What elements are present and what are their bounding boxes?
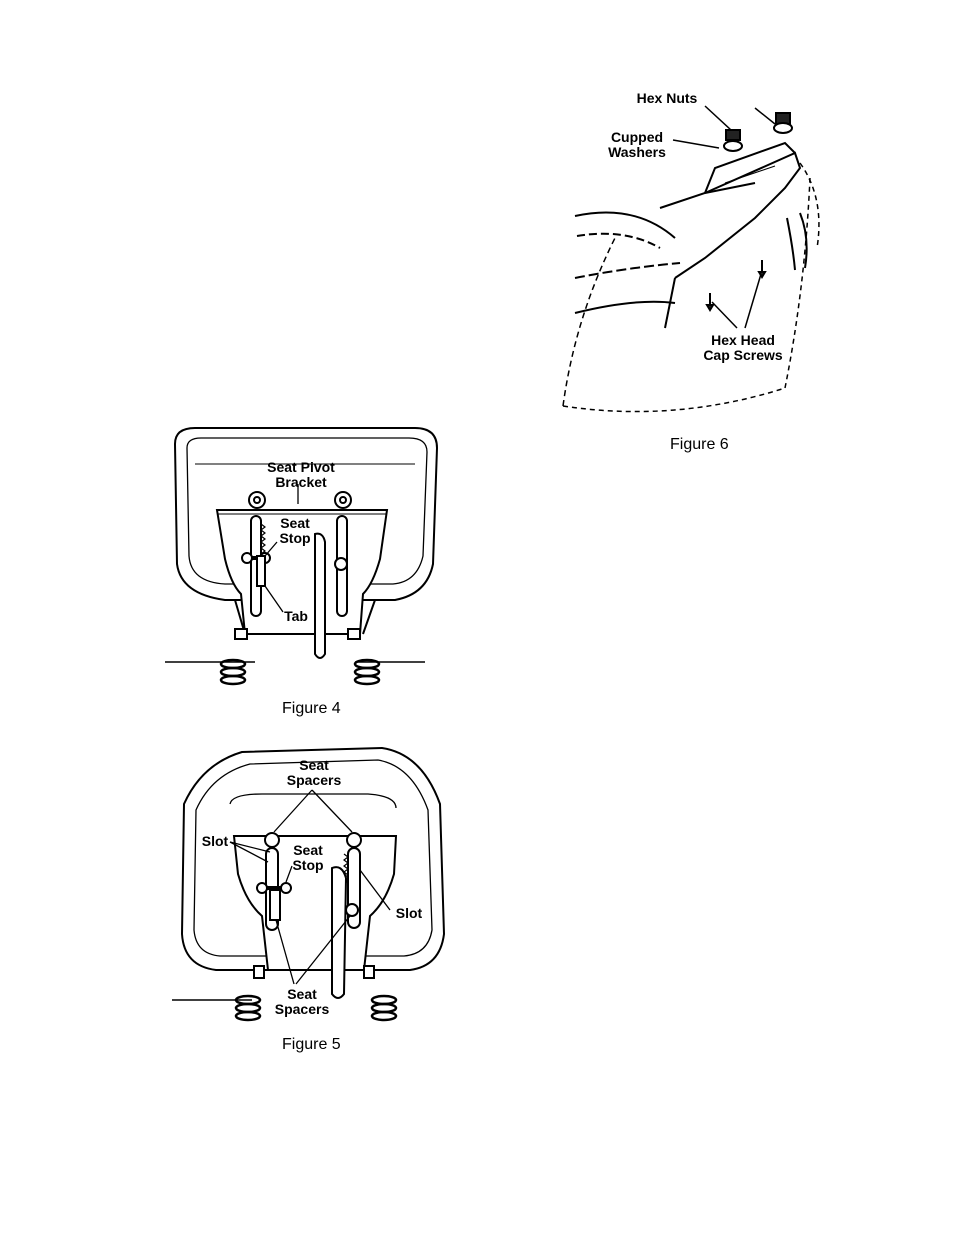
figure-5: Seat Spacers Slot Seat Stop Slot Seat Sp… — [172, 744, 452, 1064]
label-cupped-washers: Cupped Washers — [605, 130, 669, 160]
figure-5-caption: Figure 5 — [282, 1036, 341, 1054]
label-hex-nuts: Hex Nuts — [635, 91, 699, 106]
label-slot-left: Slot — [198, 834, 232, 849]
label-seat-spacers-bottom: Seat Spacers — [270, 987, 334, 1017]
label-seat-spacers-top: Seat Spacers — [282, 758, 346, 788]
label-tab: Tab — [279, 609, 313, 624]
figure-6: Hex Nuts Cupped Washers Hex Head Cap Scr… — [555, 88, 835, 458]
label-hex-head-cap-screws: Hex Head Cap Screws — [697, 333, 789, 363]
label-slot-right: Slot — [392, 906, 426, 921]
figure-6-caption: Figure 6 — [670, 436, 729, 454]
label-seat-stop: Seat Stop — [273, 516, 317, 546]
label-seat-pivot-bracket: Seat Pivot Bracket — [261, 460, 341, 490]
figure-4-caption: Figure 4 — [282, 700, 341, 718]
label-seat-stop: Seat Stop — [286, 843, 330, 873]
figure-4: Seat Pivot Bracket Seat Stop Tab Figure … — [165, 424, 445, 724]
figure-6-illustration — [555, 88, 835, 438]
